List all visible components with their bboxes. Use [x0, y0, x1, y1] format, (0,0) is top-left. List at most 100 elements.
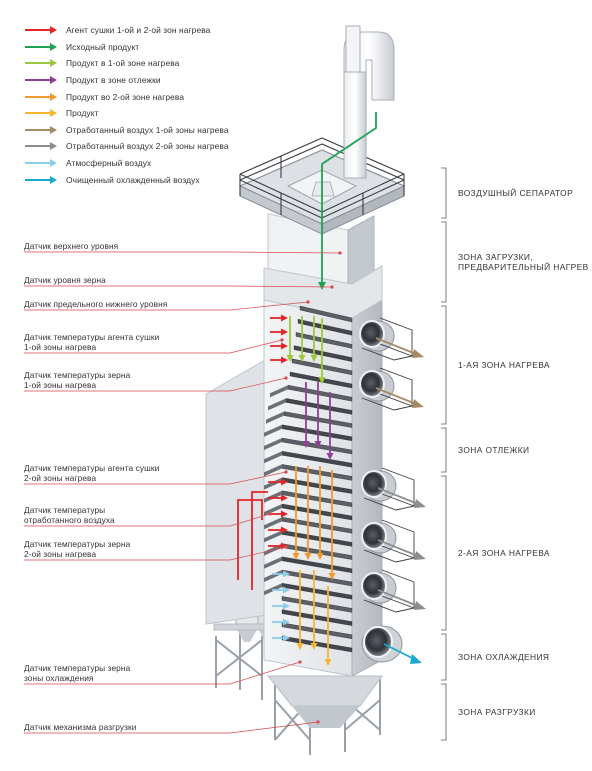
sensor-leader [24, 377, 287, 392]
drying-agent-arrow-head [281, 342, 288, 350]
fan-icon [359, 367, 424, 411]
exhaust-arrow-head [414, 551, 426, 560]
flow-arrow-head [304, 553, 312, 560]
sensor-point [268, 512, 272, 516]
light-green-arrow-icon [25, 59, 57, 68]
blue-arrow-icon [25, 175, 57, 184]
drying-agent-arrow-head [281, 328, 288, 336]
flow-arrow-head [310, 355, 318, 362]
product-inflow [318, 112, 377, 290]
sensor-leader [24, 471, 287, 485]
fan-icon [361, 519, 426, 563]
atmosphere-arrow-head [283, 570, 290, 578]
sensor-label-line: Датчик температуры зерна [24, 663, 131, 673]
atmosphere-arrow-head [283, 602, 290, 610]
drying-agent-arrow-head [281, 478, 288, 486]
legend-item: Отработанный воздух 2-ой зоны нагрева [24, 138, 284, 155]
sensor-leader [24, 721, 319, 734]
air-duct-wing [264, 477, 282, 490]
legend-item: Агент сушки 1-ой и 2-ой зон нагрева [24, 22, 284, 39]
air-duct-wing [268, 398, 286, 411]
exhaust-arrow-head [414, 499, 426, 508]
sensor-label: Датчик верхнего уровня [24, 241, 118, 251]
flow-arrow-head [314, 441, 322, 448]
flow-arrow-head [302, 441, 310, 448]
exhaust-arrow-head [412, 349, 424, 358]
clean-air-arrow-head [410, 654, 422, 664]
transition-band [263, 265, 383, 319]
air-duct-wing [264, 451, 282, 464]
flow-arrow-head [296, 643, 304, 650]
air-duct-wing [270, 385, 288, 398]
green-arrow-icon [25, 42, 57, 51]
fan-icon [359, 317, 424, 361]
clean-air-arrow [383, 643, 417, 661]
air-duct-bar [297, 318, 353, 336]
zone-label-line: ВОЗДУШНЫЙ СЕПАРАТОР [458, 188, 574, 198]
drying-agent-arrow-head [281, 356, 288, 364]
sensor-leader [24, 546, 287, 561]
legend-item: Отработанный воздух 1-ой зоны нагрева [24, 122, 284, 139]
sensor-label-line: Датчик предельного нижнего уровня [24, 299, 168, 309]
sensor-point [284, 376, 288, 380]
sensor-label-line: Датчик температуры зерна [24, 539, 131, 549]
zone-label: ЗОНА РАЗГРУЗКИ [458, 707, 536, 717]
sensor-label-line: 1-ой зоны нагрева [24, 380, 97, 390]
air-duct-wing [264, 556, 282, 569]
drying-agent-arrow-head [281, 526, 288, 534]
drying-agent-arrow-head [281, 510, 288, 518]
sensor-label-line: 1-ой зоны нагрева [24, 342, 97, 352]
exhaust-arrow-head [412, 399, 424, 408]
flow-arrow-head [292, 553, 300, 560]
purple-arrow-icon [25, 76, 57, 85]
drying-agent-riser [237, 499, 263, 580]
sensor-point [298, 660, 302, 664]
sensor-leader-lines [24, 251, 342, 734]
sensor-label: Датчик уровня зерна [24, 275, 106, 285]
exhaust-fans [359, 317, 426, 664]
fan-icon [361, 569, 426, 613]
sensor-label-line: 2-ой зоны нагрева [24, 549, 97, 559]
exhaust-arrow-head [414, 601, 426, 610]
air-duct-wing [264, 424, 282, 437]
flow-arrow-head [326, 453, 334, 460]
zone-bracket [441, 305, 447, 425]
sensor-point [280, 338, 284, 342]
sensor-point [316, 720, 320, 724]
legend-label: Атмосферный воздух [66, 158, 152, 169]
zone-label: ЗОНА ОТЛЕЖКИ [458, 445, 529, 455]
vertical-duct [343, 69, 367, 179]
legend-label: Агент сушки 1-ой и 2-ой зон нагрева [66, 25, 211, 36]
sensor-label-line: Датчик верхнего уровня [24, 241, 119, 251]
exhaust-arrow [377, 539, 419, 557]
sensor-leader [24, 661, 301, 685]
product-flow-arrows [286, 316, 336, 666]
zone-label: ВОЗДУШНЫЙ СЕПАРАТОР [458, 188, 573, 198]
legend-item: Продукт в 1-ой зоне нагрева [24, 55, 284, 72]
sensor-label: Датчик механизма разгрузки [24, 722, 137, 732]
legend-label: Отработанный воздух 1-ой зоны нагрева [66, 124, 229, 135]
atmosphere-arrow-head [283, 618, 290, 626]
legend-label: Очищенный охлажденный воздух [66, 174, 200, 185]
discharge-nozzle [292, 706, 360, 728]
sensor-leader [24, 285, 333, 288]
air-duct-bar [293, 345, 353, 362]
air-duct-wing [264, 504, 282, 516]
zone-bracket [441, 167, 447, 219]
zone-label-line: ПРЕДВАРИТЕЛЬНЫЙ НАГРЕВ [458, 262, 589, 272]
drying-agent-riser [251, 491, 268, 590]
zone-bracket [441, 475, 447, 631]
drying-agent-arrow-head [281, 314, 288, 322]
cooling-fan-icon [361, 625, 422, 664]
sensor-leader [24, 251, 341, 254]
sensor-point [330, 285, 334, 289]
red-arrow-icon [25, 26, 57, 35]
sensor-label-line: Датчик температуры зерна [24, 370, 131, 380]
sensor-point [338, 251, 342, 255]
zone-label: 1-АЯ ЗОНА НАГРЕВА [458, 360, 550, 370]
